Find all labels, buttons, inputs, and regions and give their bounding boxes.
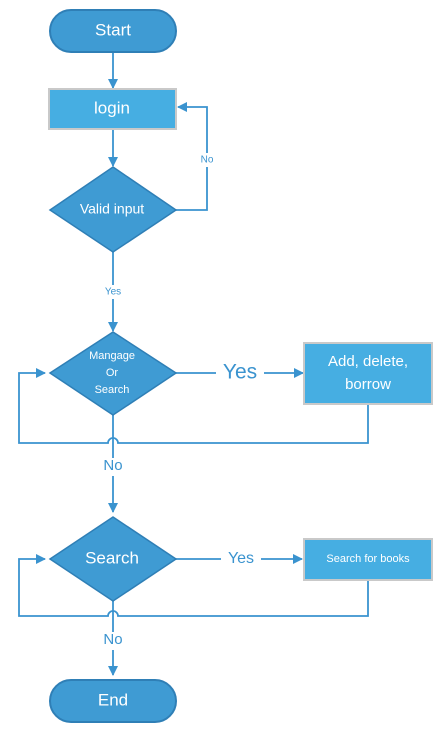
search-no-label-bg (98, 632, 128, 650)
add-delete-label-line1: Add, delete, (328, 353, 408, 370)
search-books-label: Search for books (326, 553, 410, 565)
search-decision (48, 516, 178, 602)
manage-no-label: No (103, 457, 122, 474)
start-label: Start (95, 20, 131, 39)
add-delete-borrow-node (303, 342, 433, 405)
manage-label-line1: Mangage (89, 350, 135, 362)
search-for-books-node (303, 538, 433, 581)
search-yes-label: Yes (228, 550, 254, 567)
manage-no-label-bg (98, 458, 128, 476)
end-label: End (98, 690, 128, 709)
valid-no-label-bg (197, 153, 217, 167)
valid-input-label: Valid input (80, 201, 144, 217)
login-node (48, 88, 177, 130)
valid-yes-label: Yes (105, 287, 121, 298)
manage-yes-label: Yes (223, 361, 257, 384)
start-node (49, 9, 177, 53)
valid-no-label: No (201, 155, 214, 166)
end-node (49, 679, 177, 723)
search-yes-label-bg (221, 550, 261, 568)
valid-yes-label-bg (100, 285, 126, 299)
manage-label-line2: Or (106, 367, 119, 379)
search-no-label: No (103, 631, 122, 648)
manage-yes-label-bg (216, 362, 264, 384)
add-delete-label-line2: borrow (345, 376, 391, 393)
login-label: login (94, 98, 130, 117)
manage-label-line3: Search (95, 384, 130, 396)
search-label: Search (85, 548, 139, 567)
manage-or-search-decision (48, 331, 178, 416)
valid-input-decision (48, 166, 178, 253)
